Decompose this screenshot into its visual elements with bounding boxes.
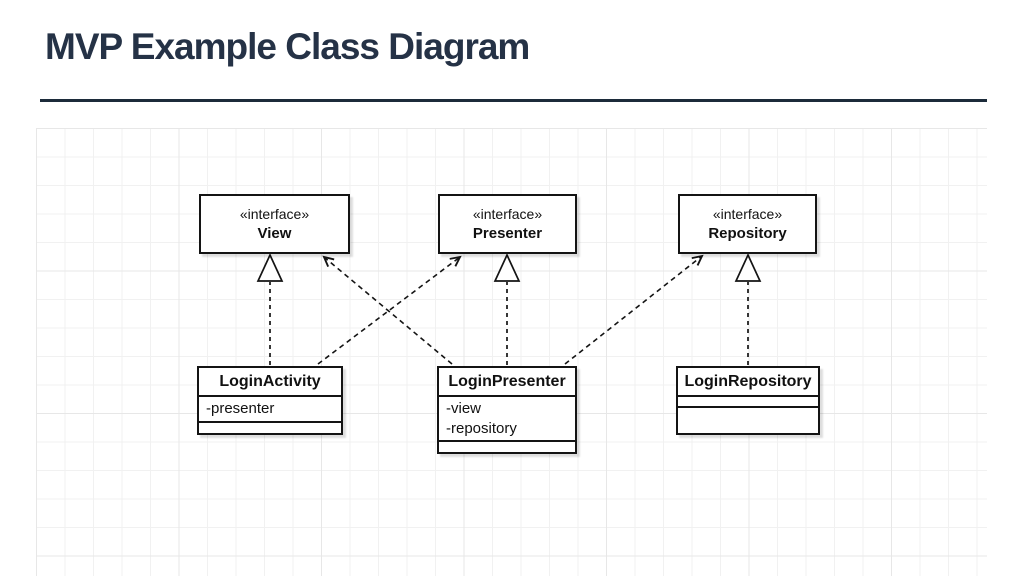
realization-loginpresenter-presenter xyxy=(493,252,521,365)
class-box-loginrepository: LoginRepository xyxy=(676,366,820,435)
interface-header: «interface» Presenter xyxy=(440,196,575,252)
attribute: -repository xyxy=(446,420,517,437)
class-attributes: -presenter xyxy=(199,395,341,421)
uml-connectors xyxy=(256,252,762,365)
class-box-loginpresenter: LoginPresenter -view -repository xyxy=(437,366,577,454)
class-name: LoginActivity xyxy=(219,373,321,390)
interface-box-view: «interface» View xyxy=(199,194,350,254)
slide-title: MVP Example Class Diagram xyxy=(45,26,530,67)
interface-name: Repository xyxy=(708,224,787,242)
class-methods xyxy=(439,440,575,452)
stereotype-label: «interface» xyxy=(239,205,310,222)
stereotype-label: «interface» xyxy=(712,205,783,222)
class-name: LoginPresenter xyxy=(448,373,566,390)
dependency-loginpresenter-repository xyxy=(564,254,704,365)
class-box-loginactivity: LoginActivity -presenter xyxy=(197,366,343,435)
dependency-loginpresenter-view xyxy=(322,255,453,365)
interface-box-presenter: «interface» Presenter xyxy=(438,194,577,254)
stereotype-label: «interface» xyxy=(472,205,543,222)
diagram-canvas: «interface» View «interface» Presenter «… xyxy=(36,128,987,576)
class-name: LoginRepository xyxy=(684,373,812,390)
interface-header: «interface» View xyxy=(201,196,348,252)
title-divider xyxy=(40,99,987,102)
class-attributes xyxy=(678,395,818,406)
class-attributes: -view -repository xyxy=(439,395,575,440)
dependency-loginactivity-presenter xyxy=(317,255,462,365)
interface-header: «interface» Repository xyxy=(680,196,815,252)
realization-loginrepository-repository xyxy=(734,252,762,365)
class-methods xyxy=(678,406,818,433)
attribute: -presenter xyxy=(206,400,275,417)
class-methods xyxy=(199,421,341,433)
realization-loginactivity-view xyxy=(256,252,284,365)
attribute: -view xyxy=(446,400,482,417)
interface-box-repository: «interface» Repository xyxy=(678,194,817,254)
interface-name: Presenter xyxy=(472,224,543,242)
interface-name: View xyxy=(257,224,292,242)
